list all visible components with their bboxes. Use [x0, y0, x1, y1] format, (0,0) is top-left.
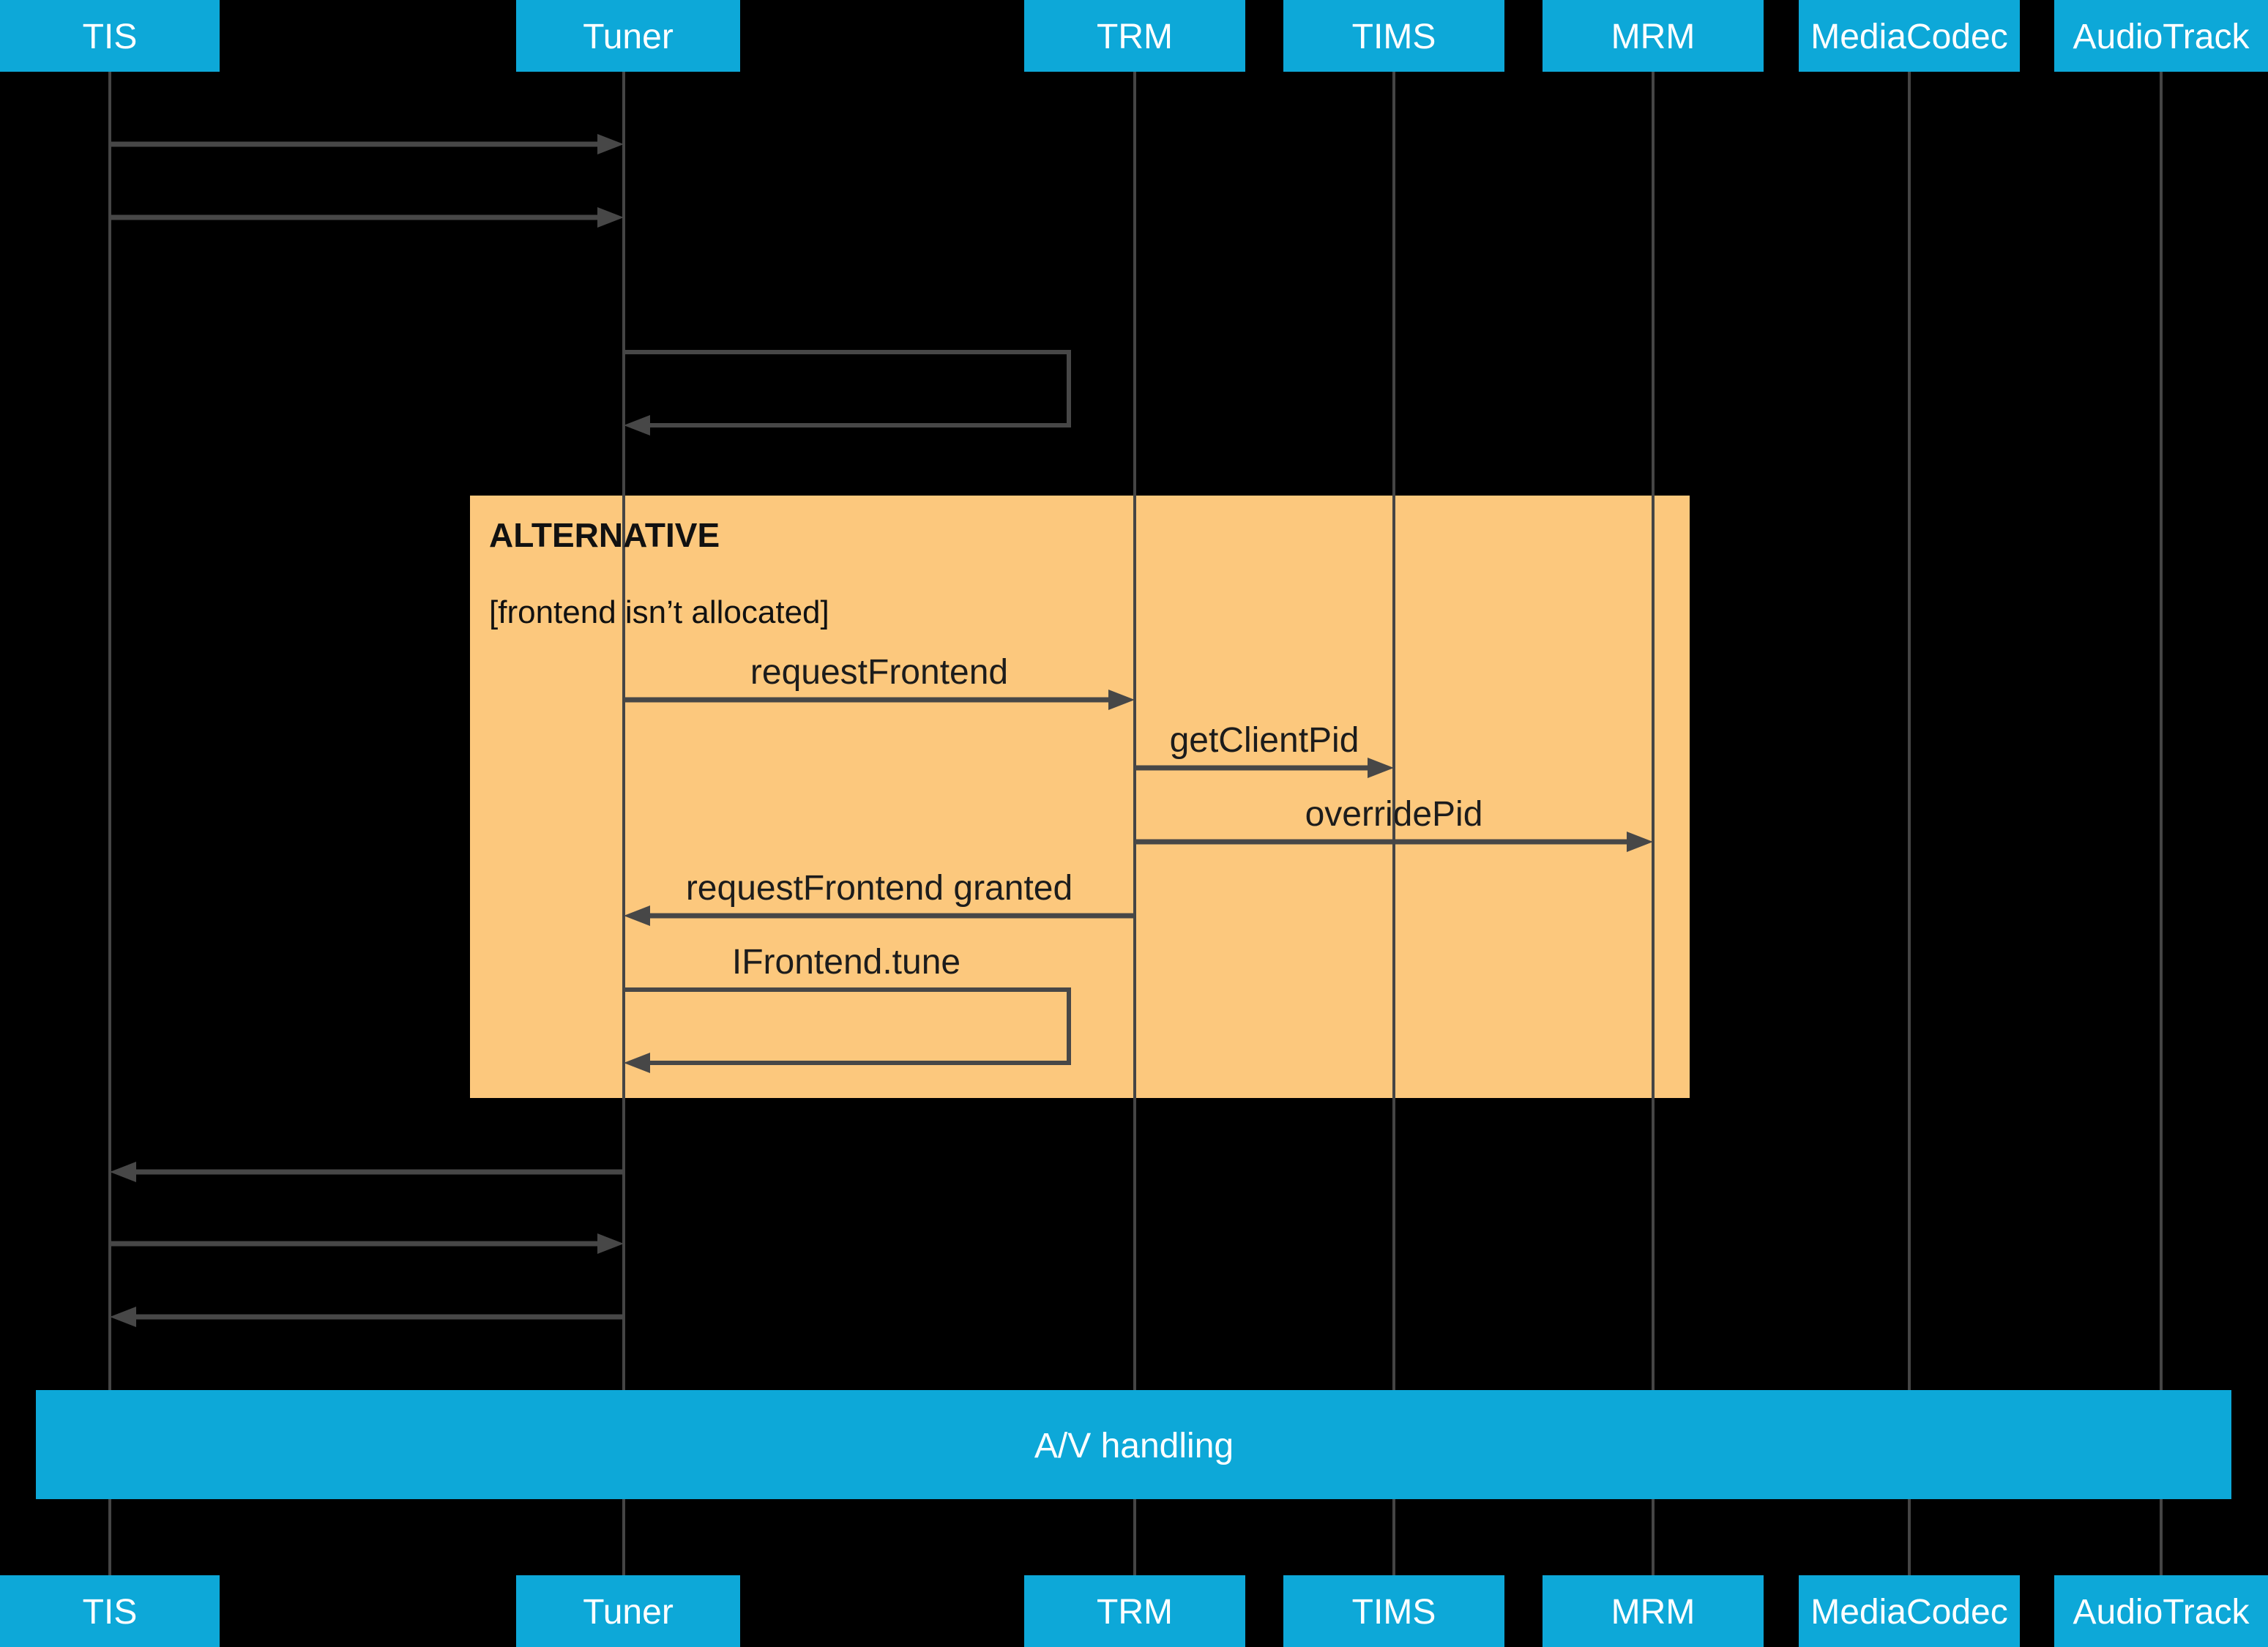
- participant-label-top-tuner: Tuner: [583, 18, 674, 56]
- participant-box-top-mediacodec: [1799, 0, 2020, 72]
- participant-box-bottom-tuner: [516, 1575, 740, 1647]
- participant-label-top-trm: TRM: [1097, 18, 1173, 56]
- participant-label-bottom-mediacodec: MediaCodec: [1810, 1593, 2007, 1632]
- participant-label-bottom-trm: TRM: [1097, 1593, 1173, 1632]
- message-requestfrontend-arrowhead-icon: [1108, 690, 1135, 710]
- message-label-overridepid: overridePid: [1305, 795, 1483, 834]
- message-label-requestfrontend: requestFrontend: [750, 653, 1008, 692]
- message-2-arrowhead-icon: [597, 207, 624, 228]
- participant-box-bottom-trm: [1024, 1575, 1245, 1647]
- messages-group: requestFrontend getClientPid overridePid re…: [110, 134, 1653, 1327]
- participant-label-bottom-tuner: Tuner: [583, 1593, 674, 1632]
- participant-box-top-audiotrack: [2054, 0, 2268, 72]
- participant-label-bottom-tims: TIMS: [1352, 1593, 1436, 1632]
- participant-box-top-tis: [0, 0, 220, 72]
- message-1-arrowhead-icon: [597, 134, 624, 154]
- participant-box-top-tims: [1283, 0, 1504, 72]
- self-message-ifrontend-tune-arrowhead-icon: [624, 1053, 650, 1073]
- participant-box-top-mrm: [1543, 0, 1764, 72]
- alt-fragment-condition: [frontend isn’t allocated]: [489, 594, 829, 630]
- message-overridepid-arrowhead-icon: [1627, 832, 1653, 852]
- participant-label-top-mediacodec: MediaCodec: [1810, 18, 2007, 56]
- message-getclientpid-arrowhead-icon: [1368, 758, 1394, 778]
- message-label-requestfrontend-granted: requestFrontend granted: [686, 869, 1073, 908]
- participant-label-bottom-mrm: MRM: [1611, 1593, 1696, 1632]
- message-requestfrontend-granted-arrowhead-icon: [624, 905, 650, 926]
- message-10-arrowhead-icon: [597, 1233, 624, 1254]
- self-message-3-arrowhead-icon: [624, 415, 650, 436]
- participant-label-top-mrm: MRM: [1611, 18, 1696, 56]
- av-handling-bar: [36, 1390, 2231, 1499]
- participant-box-bottom-mrm: [1543, 1575, 1764, 1647]
- participant-box-bottom-mediacodec: [1799, 1575, 2020, 1647]
- alt-fragment-title: ALTERNATIVE: [489, 516, 720, 554]
- participant-label-top-audiotrack: AudioTrack: [2073, 18, 2250, 56]
- participant-box-top-trm: [1024, 0, 1245, 72]
- self-message-3-path: [624, 350, 1071, 427]
- message-11-arrowhead-icon: [110, 1307, 136, 1327]
- message-9-arrowhead-icon: [110, 1162, 136, 1182]
- participant-label-top-tis: TIS: [83, 18, 138, 56]
- message-label-getclientpid: getClientPid: [1170, 721, 1359, 760]
- lifelines-group: [108, 72, 2163, 1575]
- participant-box-bottom-tims: [1283, 1575, 1504, 1647]
- av-handling-label: A/V handling: [1034, 1427, 1234, 1465]
- participant-label-bottom-audiotrack: AudioTrack: [2073, 1593, 2250, 1632]
- participant-label-bottom-tis: TIS: [83, 1593, 138, 1632]
- participant-box-bottom-audiotrack: [2054, 1575, 2268, 1647]
- participant-box-bottom-tis: [0, 1575, 220, 1647]
- participant-box-top-tuner: [516, 0, 740, 72]
- self-message-ifrontend-tune-path: [624, 987, 1071, 1065]
- participant-label-top-tims: TIMS: [1352, 18, 1436, 56]
- message-label-ifrontend-tune: IFrontend.tune: [732, 943, 960, 982]
- alt-fragment-block: [470, 496, 1690, 1098]
